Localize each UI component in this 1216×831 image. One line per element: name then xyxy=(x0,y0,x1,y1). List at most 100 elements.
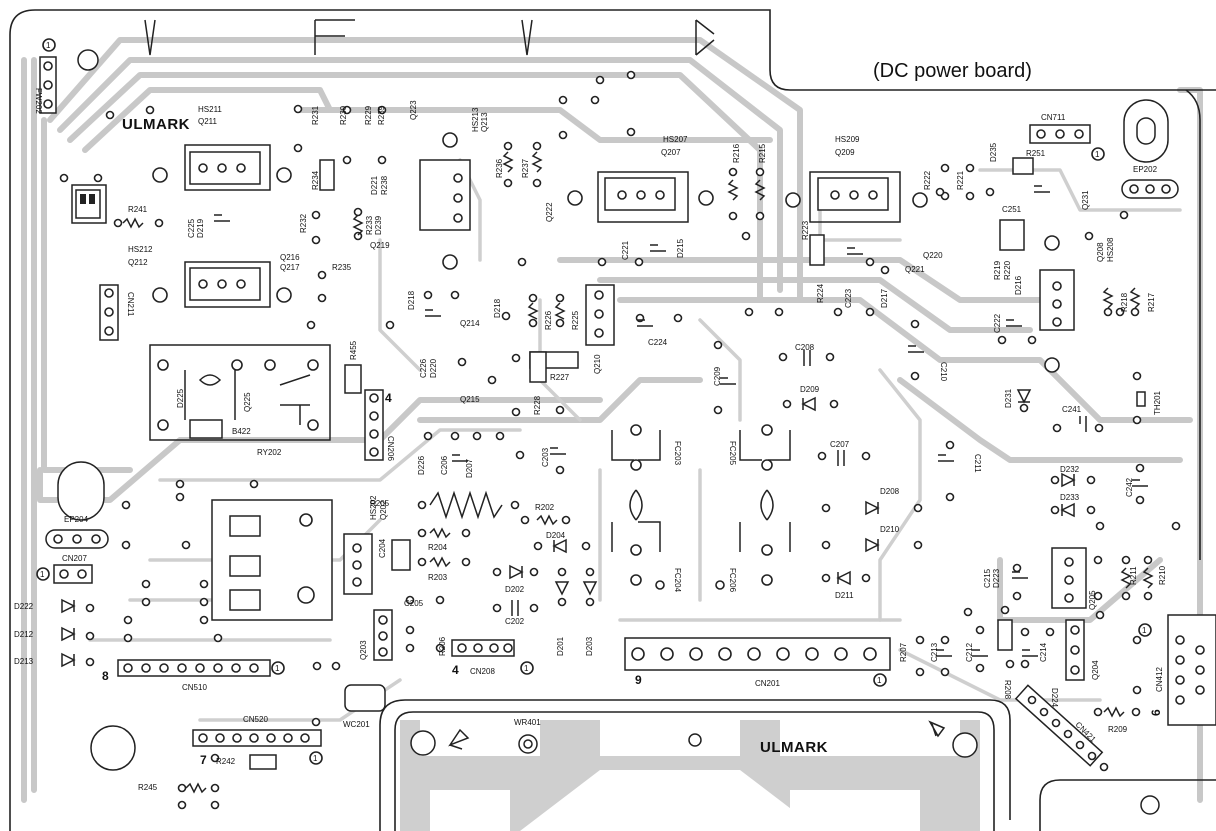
dip-switch xyxy=(75,189,101,219)
ref-r208: R208 xyxy=(1003,680,1012,700)
ref-c241: C241 xyxy=(1062,405,1082,414)
pin1-fw202: 1 xyxy=(46,41,51,50)
lower-copper-area xyxy=(400,716,980,831)
ref-hs211: HS211 xyxy=(198,105,222,114)
ref-cn211: CN211 xyxy=(126,292,135,317)
ref-ep202: EP202 xyxy=(1133,165,1158,174)
ref-q231: Q231 xyxy=(1081,190,1090,210)
ref-r210: R210 xyxy=(1158,565,1167,585)
ref-cn207: CN207 xyxy=(62,554,87,563)
ref-c203: C203 xyxy=(541,447,550,467)
ref-d221: D221 xyxy=(370,175,379,195)
ref-r237: R237 xyxy=(521,158,530,178)
ref-cn208: CN208 xyxy=(470,667,495,676)
ref-d235: D235 xyxy=(989,142,998,162)
ref-q214: Q214 xyxy=(460,319,480,328)
ref-r202: R202 xyxy=(535,503,555,512)
ref-c214: C214 xyxy=(1039,642,1048,662)
ref-c215: C215 xyxy=(983,568,992,588)
ref-d207: D207 xyxy=(465,458,474,478)
ref-r209: R209 xyxy=(1108,725,1128,734)
ref-hs202: HS202 xyxy=(369,495,378,520)
pin-count-cn208: 4 xyxy=(452,663,459,677)
ref-c251: C251 xyxy=(1002,205,1022,214)
ref-q225: Q225 xyxy=(243,392,252,412)
ref-q203: Q203 xyxy=(359,640,368,660)
ref-c209: C209 xyxy=(713,366,722,386)
ref-c205: C205 xyxy=(404,599,424,608)
pin-count-cn520: 7 xyxy=(200,753,207,767)
ref-r207: R207 xyxy=(899,642,908,662)
ref-r230: R230 xyxy=(339,105,348,125)
ref-d204: D204 xyxy=(546,531,566,540)
ref-d212: D212 xyxy=(14,630,34,639)
ref-r224: R224 xyxy=(816,283,825,303)
ref-q215: Q215 xyxy=(460,395,480,404)
ref-r232: R232 xyxy=(299,213,308,233)
ref-q217: Q217 xyxy=(280,263,300,272)
ref-c213: C213 xyxy=(930,642,939,662)
ref-r216: R216 xyxy=(732,143,741,163)
pin1-cn510: 1 xyxy=(275,664,280,673)
ref-cn412: CN412 xyxy=(1155,667,1164,692)
ref-c207: C207 xyxy=(830,440,850,449)
ref-d215: D215 xyxy=(676,238,685,258)
ref-cn201: CN201 xyxy=(755,679,780,688)
ref-hs212: HS212 xyxy=(128,245,153,254)
ref-d213: D213 xyxy=(14,657,34,666)
ref-d203: D203 xyxy=(585,636,594,656)
ref-cn711: CN711 xyxy=(1041,113,1066,122)
ref-r219: R219 xyxy=(993,260,1002,280)
ref-d208: D208 xyxy=(880,487,900,496)
ref-r205: R205 xyxy=(370,499,390,508)
ref-c222: C222 xyxy=(993,313,1002,333)
board-outline xyxy=(9,9,1216,831)
ref-d220: D220 xyxy=(429,358,438,378)
ref-r217: R217 xyxy=(1147,292,1156,312)
pin1-cn201: 1 xyxy=(877,676,882,685)
ref-r225: R225 xyxy=(571,310,580,330)
ref-q211: Q211 xyxy=(198,117,218,126)
ref-c210: C210 xyxy=(939,362,948,382)
ref-c206: C206 xyxy=(440,455,449,475)
ref-r241: R241 xyxy=(128,205,148,214)
ref-d209: D209 xyxy=(800,385,820,394)
ref-c211: C211 xyxy=(973,454,982,473)
copper-traces xyxy=(21,37,1203,803)
pin1-cn207: 1 xyxy=(40,570,45,579)
ref-c242: C242 xyxy=(1125,477,1134,497)
ref-r242: R242 xyxy=(216,757,236,766)
ref-d218-right: D218 xyxy=(493,298,502,318)
ref-q208: Q208 xyxy=(1096,242,1105,262)
pin1-cn412: 1 xyxy=(1142,626,1147,635)
ref-q223: Q223 xyxy=(409,100,418,120)
ref-r218: R218 xyxy=(1120,292,1129,312)
ref-r235: R235 xyxy=(332,263,352,272)
ref-c212: C212 xyxy=(965,642,974,662)
ref-r238: R238 xyxy=(380,175,389,195)
logo-mark-top: ULMARK xyxy=(122,116,190,133)
ref-r204: R204 xyxy=(428,543,448,552)
ref-d233: D233 xyxy=(1060,493,1080,502)
ref-d219: D219 xyxy=(196,218,205,238)
ref-r222: R222 xyxy=(923,170,932,190)
pin-count-cn510: 8 xyxy=(102,669,109,683)
ref-q205: Q205 xyxy=(1088,590,1097,610)
ref-d202: D202 xyxy=(505,585,525,594)
ref-cn206: CN206 xyxy=(386,436,395,461)
labels: (DC power board) ULMARK ULMARK FW202 HS2… xyxy=(14,38,1167,792)
screw-marks xyxy=(448,720,946,750)
ref-r239: R239 xyxy=(377,105,386,125)
ref-d222: D222 xyxy=(14,602,34,611)
ref-d216: D216 xyxy=(1014,275,1023,295)
ref-q209: Q209 xyxy=(835,148,855,157)
ref-q204: Q204 xyxy=(1091,660,1100,680)
small-pads xyxy=(59,70,1181,810)
logo-mark-bottom: ULMARK xyxy=(760,739,828,756)
resistors xyxy=(122,151,1154,794)
ref-r220: R220 xyxy=(1003,260,1012,280)
capacitors xyxy=(214,185,1148,657)
connector-cn421 xyxy=(1014,684,1109,772)
